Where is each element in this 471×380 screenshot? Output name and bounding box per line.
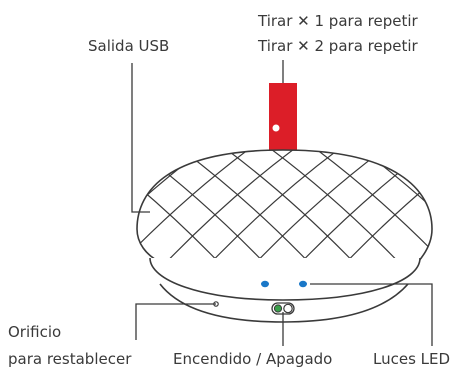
pull-tag[interactable]: [269, 83, 297, 161]
tag-logo: [272, 124, 280, 132]
callout-lines: [131, 60, 433, 346]
quilt-pattern: [137, 150, 432, 262]
dome-shell: [136, 149, 433, 263]
base-ring: [149, 257, 421, 301]
label-pull-twice: Tirar ✕ 2 para repetir: [258, 37, 418, 55]
callout-usb: [131, 63, 150, 213]
label-power: Encendido / Apagado: [173, 350, 333, 368]
callout-led: [310, 283, 433, 346]
pull-tag-strap: [269, 83, 297, 161]
label-reset-hole-line2: para restablecer: [8, 350, 132, 368]
label-led-lights: Luces LED: [373, 350, 451, 368]
power-switch[interactable]: [271, 302, 295, 315]
label-reset-hole-line1: Orificio: [8, 323, 62, 341]
label-pull-once: Tirar ✕ 1 para repetir: [258, 12, 418, 30]
led-light-right: [299, 280, 307, 288]
led-light-left: [261, 280, 269, 288]
callout-reset: [135, 303, 216, 340]
label-usb-output: Salida USB: [88, 37, 170, 55]
